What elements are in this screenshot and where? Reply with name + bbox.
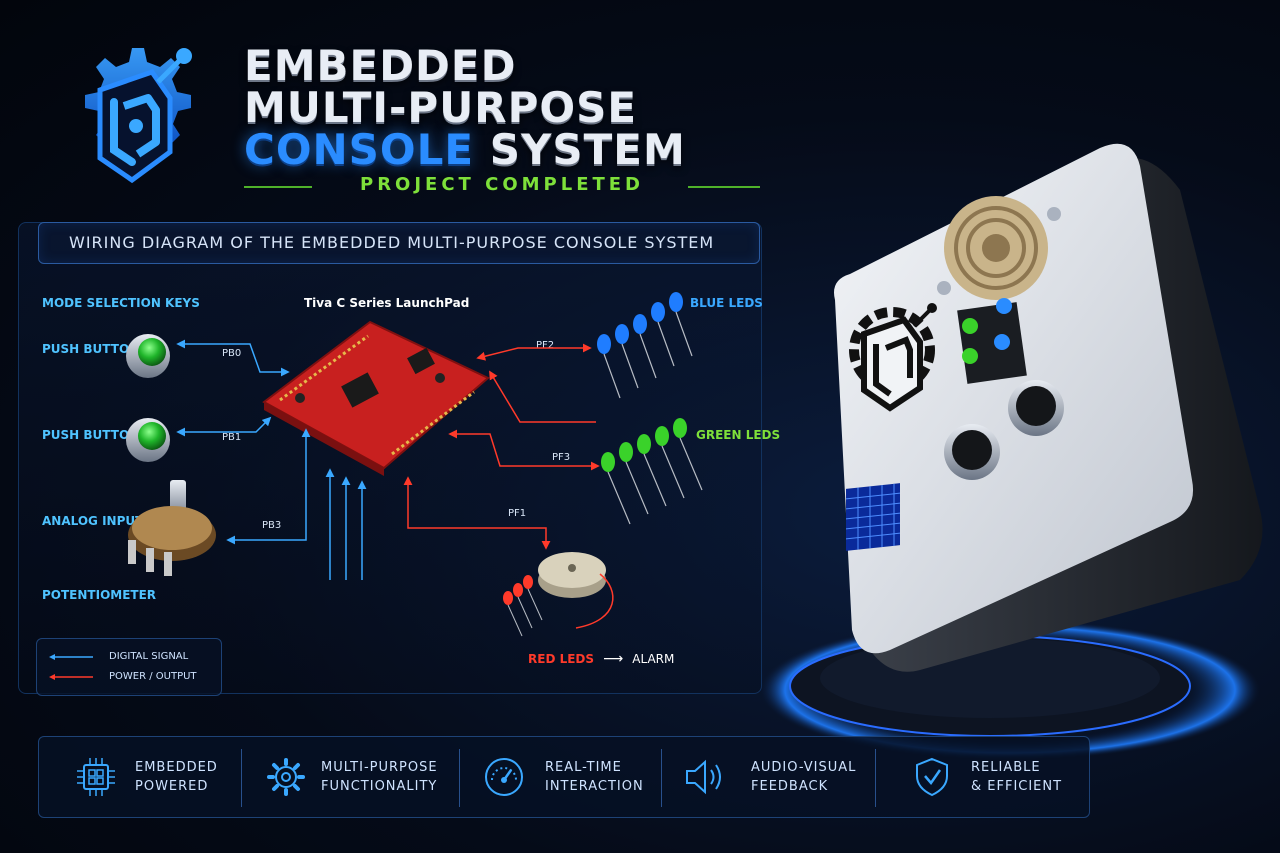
red-leds-group [503,575,543,637]
feature-reliable-line2: & EFFICIENT [971,779,1063,794]
device-display [846,483,900,551]
blue-leds-group [597,292,693,399]
feature-divider-1 [241,749,242,807]
digital-wires [176,339,367,580]
mode-selection-label: MODE SELECTION KEYS [42,296,200,310]
feature-strip: EMBEDDED POWERED MULTI-PURPOSE FUNCTIONALI… [38,736,1090,818]
console-device-render [760,143,1263,760]
feature-divider-3 [661,749,662,807]
feature-divider-2 [459,749,460,807]
potentiometer-label: POTENTIOMETER [42,588,157,602]
alarm-arrow: ⟶ [603,651,624,667]
speaker-icon [686,759,721,795]
output-wires [403,343,600,550]
title-accent-word: CONSOLE [244,125,475,174]
subtitle: PROJECT COMPLETED [360,174,644,195]
red-leds-alarm-caption: RED LEDS ⟶ ALARM [528,648,674,667]
feature-reliable: RELIABLE & EFFICIENT [911,737,1062,817]
title-line-2: MULTI-PURPOSE [244,83,638,132]
chip-icon [77,758,115,796]
red-leds-label: RED LEDS [528,652,595,666]
gear-circuit-logo-icon [52,40,212,190]
device-leds [957,298,1027,384]
feature-multipurpose: MULTI-PURPOSE FUNCTIONALITY [265,737,438,817]
device-speaker [937,196,1061,300]
legend-power-label: POWER / OUTPUT [109,671,197,682]
device-logo-icon [849,303,937,412]
device-button-1 [944,424,1000,480]
feature-audiovisual: AUDIO-VISUAL FEEDBACK [683,737,856,817]
legend-power-swatch [49,673,93,680]
feature-realtime: REAL-TIME INTERACTION [483,737,644,817]
feature-audiovisual-line2: FEEDBACK [751,779,829,794]
title-line-1: EMBEDDED [244,41,517,90]
green-leds-group [601,418,703,525]
subtitle-rule-right [688,186,760,188]
feature-divider-4 [875,749,876,807]
legend-digital-swatch [49,653,93,660]
feature-audiovisual-line1: AUDIO-VISUAL [751,760,857,775]
green-leds-label: GREEN LEDS [696,428,781,442]
push-button-1-label: PUSH BUTTON 1 [42,342,152,356]
push-button-1 [126,334,170,378]
feature-reliable-line1: RELIABLE [971,760,1041,775]
title-rest-word: SYSTEM [474,125,686,174]
buzzer-component [538,552,614,629]
diagram-header-text: WIRING DIAGRAM OF THE EMBEDDED MULTI-PUR… [69,233,715,252]
subtitle-rule-left [244,186,312,188]
legend-digital-row: DIGITAL SIGNAL [49,651,188,662]
shield-icon [916,757,948,797]
push-button-2-label: PUSH BUTTON 2 [42,428,152,442]
legend: DIGITAL SIGNAL POWER / OUTPUT [36,638,222,696]
title-line-3: CONSOLE SYSTEM [244,128,686,172]
feature-multipurpose-line2: FUNCTIONALITY [321,779,438,794]
feature-realtime-line1: REAL-TIME [545,760,622,775]
push-button-2 [126,418,170,462]
speedometer-icon [485,758,523,796]
gear-icon [267,758,305,796]
alarm-label: ALARM [632,652,675,666]
diagram-header: WIRING DIAGRAM OF THE EMBEDDED MULTI-PUR… [38,222,760,264]
board-label: Tiva C Series LaunchPad [304,296,470,310]
launchpad-board [262,320,490,476]
feature-multipurpose-line1: MULTI-PURPOSE [321,760,438,775]
feature-embedded-line2: POWERED [135,779,209,794]
device-button-2 [1008,380,1064,436]
legend-power-row: POWER / OUTPUT [49,671,197,682]
analog-input-label: ANALOG INPUT [42,514,144,528]
legend-digital-label: DIGITAL SIGNAL [109,651,189,662]
blue-leds-label: BLUE LEDS [690,296,763,310]
feature-embedded: EMBEDDED POWERED [75,737,218,817]
feature-embedded-line1: EMBEDDED [135,760,218,775]
feature-realtime-line2: INTERACTION [545,779,644,794]
potentiometer-component [128,480,216,576]
